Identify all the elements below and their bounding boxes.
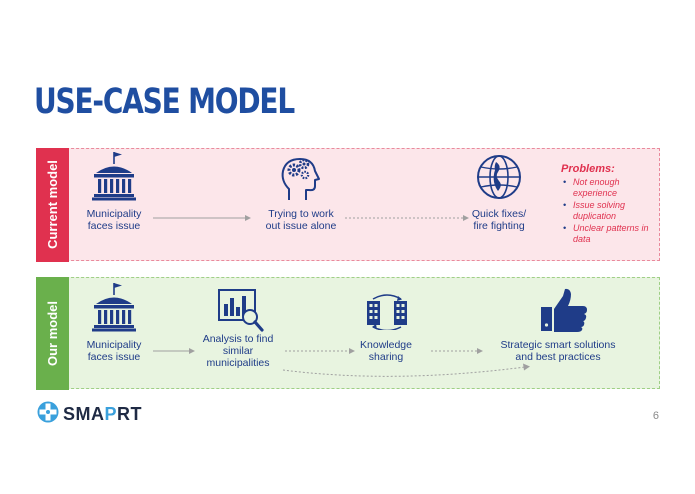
logo-prefix: SMA bbox=[63, 404, 105, 424]
municipality-building-icon bbox=[91, 282, 137, 332]
current-model-panel: Current model Municipality faces issue bbox=[36, 147, 660, 262]
globe-fire-icon bbox=[476, 154, 522, 200]
our-arrow-3 bbox=[431, 348, 483, 354]
current-step-1-label: Municipality faces issue bbox=[86, 208, 142, 232]
our-step-4-label: Strategic smart solutions and best pract… bbox=[500, 339, 616, 363]
head-gears-icon bbox=[275, 151, 327, 203]
our-model-label: Our model bbox=[45, 300, 61, 366]
our-step-2-label: Analysis to find similar municipalities bbox=[202, 333, 274, 369]
smaprt-logo: SMAPRT bbox=[37, 401, 142, 428]
current-step-3-label: Quick fixes/ fire fighting bbox=[471, 208, 527, 232]
problem-item: Unclear patterns in data bbox=[561, 223, 657, 245]
logo-highlight: P bbox=[104, 404, 118, 424]
page-number: 6 bbox=[652, 410, 659, 422]
snowflake-cross-icon bbox=[37, 401, 59, 428]
logo-text: SMAPRT bbox=[63, 404, 142, 425]
our-model-side-label: Our model bbox=[36, 276, 69, 390]
problems-title: Problems: bbox=[561, 163, 615, 175]
current-model-side-label: Current model bbox=[36, 147, 69, 262]
problems-box: Problems: Not enough experience Issue so… bbox=[561, 163, 657, 246]
our-step-1-label: Municipality faces issue bbox=[86, 339, 142, 363]
logo-suffix: RT bbox=[117, 404, 143, 424]
chart-magnifier-icon bbox=[217, 288, 265, 334]
current-step-2-label: Trying to work out issue alone bbox=[265, 208, 337, 232]
our-arrow-2 bbox=[285, 348, 355, 354]
current-model-label: Current model bbox=[45, 160, 60, 249]
problem-item: Issue solving duplication bbox=[561, 200, 657, 222]
our-curved-arrow bbox=[282, 362, 533, 382]
thumbs-up-icon bbox=[539, 287, 589, 333]
current-arrow-1 bbox=[153, 215, 251, 221]
our-step-3-label: Knowledge sharing bbox=[360, 339, 412, 363]
our-arrow-1 bbox=[153, 348, 195, 354]
current-arrow-2 bbox=[345, 215, 469, 221]
our-model-panel: Our model Municipality faces issue bbox=[36, 276, 660, 390]
slide-title: USE-CASE MODEL bbox=[34, 82, 295, 122]
problem-item: Not enough experience bbox=[561, 177, 657, 199]
buildings-exchange-icon bbox=[364, 294, 410, 330]
problems-list: Not enough experience Issue solving dupl… bbox=[561, 177, 657, 245]
municipality-building-icon bbox=[91, 151, 137, 201]
